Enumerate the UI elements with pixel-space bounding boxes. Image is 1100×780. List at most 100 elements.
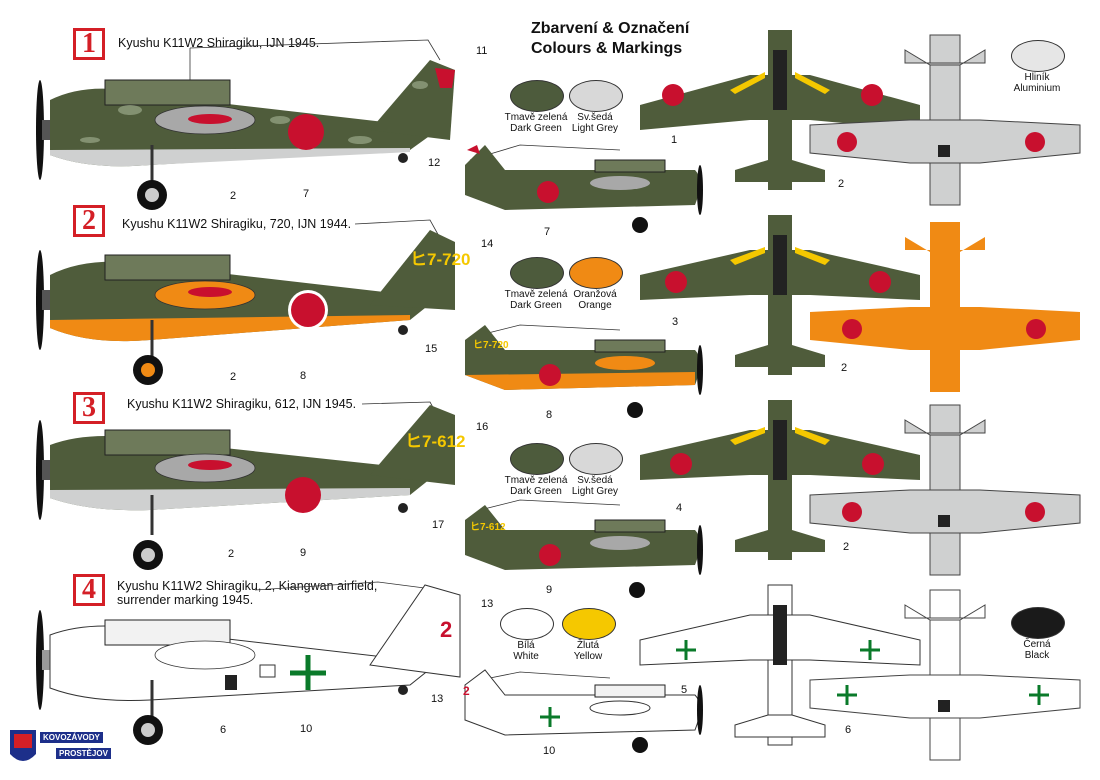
swatch-group-3b: Sv.šedá Light Grey	[555, 443, 635, 497]
swatch-label-cs: Tmavě zelená	[504, 475, 568, 486]
small-profile-3: ヒ7-612	[465, 505, 703, 598]
tail-code-4: 2	[440, 617, 452, 642]
swatch-label-cs: Sv.šedá	[577, 112, 613, 123]
logo-text-line2: PROSTĚJOV	[56, 748, 111, 759]
swatch-label-en: Black	[1024, 650, 1050, 661]
swatch-black	[1011, 607, 1065, 639]
callout-5: 5	[681, 684, 688, 696]
callout-8: 8	[546, 409, 553, 421]
callout-2: 2	[230, 371, 237, 383]
callout-16: 16	[476, 421, 489, 433]
scheme-title-4-line1: Kyushu K11W2 Shiragiku, 2, Kiangwan airf…	[117, 579, 378, 593]
callout-6: 6	[220, 724, 227, 736]
swatch-group-black: Černá Black	[997, 607, 1077, 661]
planform-top-2	[640, 215, 920, 375]
swatch-group-4a: Bílá White	[486, 608, 566, 662]
callout-15: 15	[425, 343, 438, 355]
swatch-group-2b: Oranžová Orange	[555, 257, 635, 311]
callout-10: 10	[300, 723, 313, 735]
callout-7: 7	[303, 188, 310, 200]
swatch-group-3a: Tmavě zelená Dark Green	[496, 443, 576, 497]
callout-2: 2	[230, 190, 237, 202]
swatch-label-cs: Tmavě zelená	[504, 289, 568, 300]
page-title-cs: Zbarvení & Označení	[531, 20, 690, 37]
logo-shield-icon	[10, 730, 36, 761]
callout-10: 10	[543, 745, 556, 757]
swatch-label-cs: Černá	[1023, 639, 1051, 650]
swatch-light-grey	[569, 443, 623, 475]
tail-code-3: ヒ7-612	[405, 432, 465, 451]
swatch-group-2a: Tmavě zelená Dark Green	[496, 257, 576, 311]
planform-top-1	[640, 30, 920, 190]
swatch-group-4b: Žlutá Yellow	[548, 608, 628, 662]
callout-12: 12	[428, 157, 441, 169]
swatch-label-en: Orange	[578, 300, 612, 311]
swatch-label-cs: Hliník	[1024, 72, 1050, 83]
swatch-white	[500, 608, 554, 640]
kovozavody-logo: KOVOZÁVODY PROSTĚJOV	[8, 728, 112, 774]
callout-13: 13	[431, 693, 444, 705]
scheme-title-2: Kyushu K11W2 Shiragiku, 720, IJN 1944.	[122, 217, 352, 231]
swatch-label-en: White	[513, 651, 539, 662]
swatch-dark-green	[510, 257, 564, 289]
side-profile-2: ヒ7-720	[36, 230, 470, 385]
svg-text:2: 2	[463, 684, 470, 698]
callout-2: 2	[841, 362, 848, 374]
small-profile-1	[465, 145, 703, 233]
swatch-label-en: Dark Green	[510, 123, 562, 134]
swatch-label-en: Dark Green	[510, 300, 562, 311]
swatch-label-en: Yellow	[573, 651, 603, 662]
swatch-group-aluminium: Hliník Aluminium	[997, 40, 1077, 94]
scheme-title-4-line2: surrender marking 1945.	[117, 593, 254, 607]
tail-code-2: ヒ7-720	[410, 250, 470, 269]
planform-top-4	[639, 584, 921, 746]
svg-text:ヒ7-612: ヒ7-612	[470, 521, 506, 533]
page-title-en: Colours & Markings	[531, 40, 683, 57]
side-profile-4: 2	[36, 584, 461, 745]
swatch-group-1b: Sv.šedá Light Grey	[555, 80, 635, 134]
callout-8: 8	[300, 370, 307, 382]
swatch-group-1a: Tmavě zelená Dark Green	[496, 80, 576, 134]
swatch-label-en: Light Grey	[571, 123, 619, 134]
logo-text-line1: KOVOZÁVODY	[40, 732, 103, 743]
planform-bottom-4	[809, 589, 1081, 761]
callout-9: 9	[300, 547, 307, 559]
callout-3: 3	[672, 316, 679, 328]
swatch-label-en: Light Grey	[571, 486, 619, 497]
planform-bottom-2	[810, 222, 1080, 392]
scheme-badge-1: 1	[73, 28, 105, 60]
swatch-label-en: Aluminium	[1013, 83, 1061, 94]
side-profile-1	[36, 60, 455, 210]
planform-bottom-1	[809, 34, 1081, 206]
callout-14: 14	[481, 238, 494, 250]
planform-bottom-3	[809, 404, 1081, 576]
scheme-title-3: Kyushu K11W2 Shiragiku, 612, IJN 1945.	[127, 397, 357, 411]
small-profile-4: 2	[463, 669, 703, 753]
callout-2: 2	[843, 541, 850, 553]
callout-1: 1	[671, 134, 678, 146]
callout-7: 7	[544, 226, 551, 238]
side-profile-3: ヒ7-612	[36, 405, 465, 570]
swatch-label-en: Dark Green	[510, 486, 562, 497]
swatch-dark-green	[510, 443, 564, 475]
small-profile-2: ヒ7-720	[465, 325, 703, 418]
swatch-label-cs: Sv.šedá	[577, 475, 613, 486]
swatch-label-cs: Bílá	[517, 640, 535, 651]
callout-2: 2	[228, 548, 235, 560]
callout-6: 6	[845, 724, 852, 736]
scheme-badge-2: 2	[73, 205, 105, 237]
swatch-label-cs: Žlutá	[576, 640, 600, 651]
swatch-aluminium	[1011, 40, 1065, 72]
swatch-dark-green	[510, 80, 564, 112]
callout-11: 11	[476, 45, 488, 57]
swatch-light-grey	[569, 80, 623, 112]
swatch-yellow	[562, 608, 616, 640]
scheme-badge-3: 3	[73, 392, 105, 424]
callout-4: 4	[676, 502, 683, 514]
swatch-orange	[569, 257, 623, 289]
callout-13: 13	[481, 598, 494, 610]
swatch-label-cs: Tmavě zelená	[504, 112, 568, 123]
scheme-badge-4: 4	[73, 574, 105, 606]
planform-top-3	[640, 400, 920, 560]
callout-17: 17	[432, 519, 445, 531]
